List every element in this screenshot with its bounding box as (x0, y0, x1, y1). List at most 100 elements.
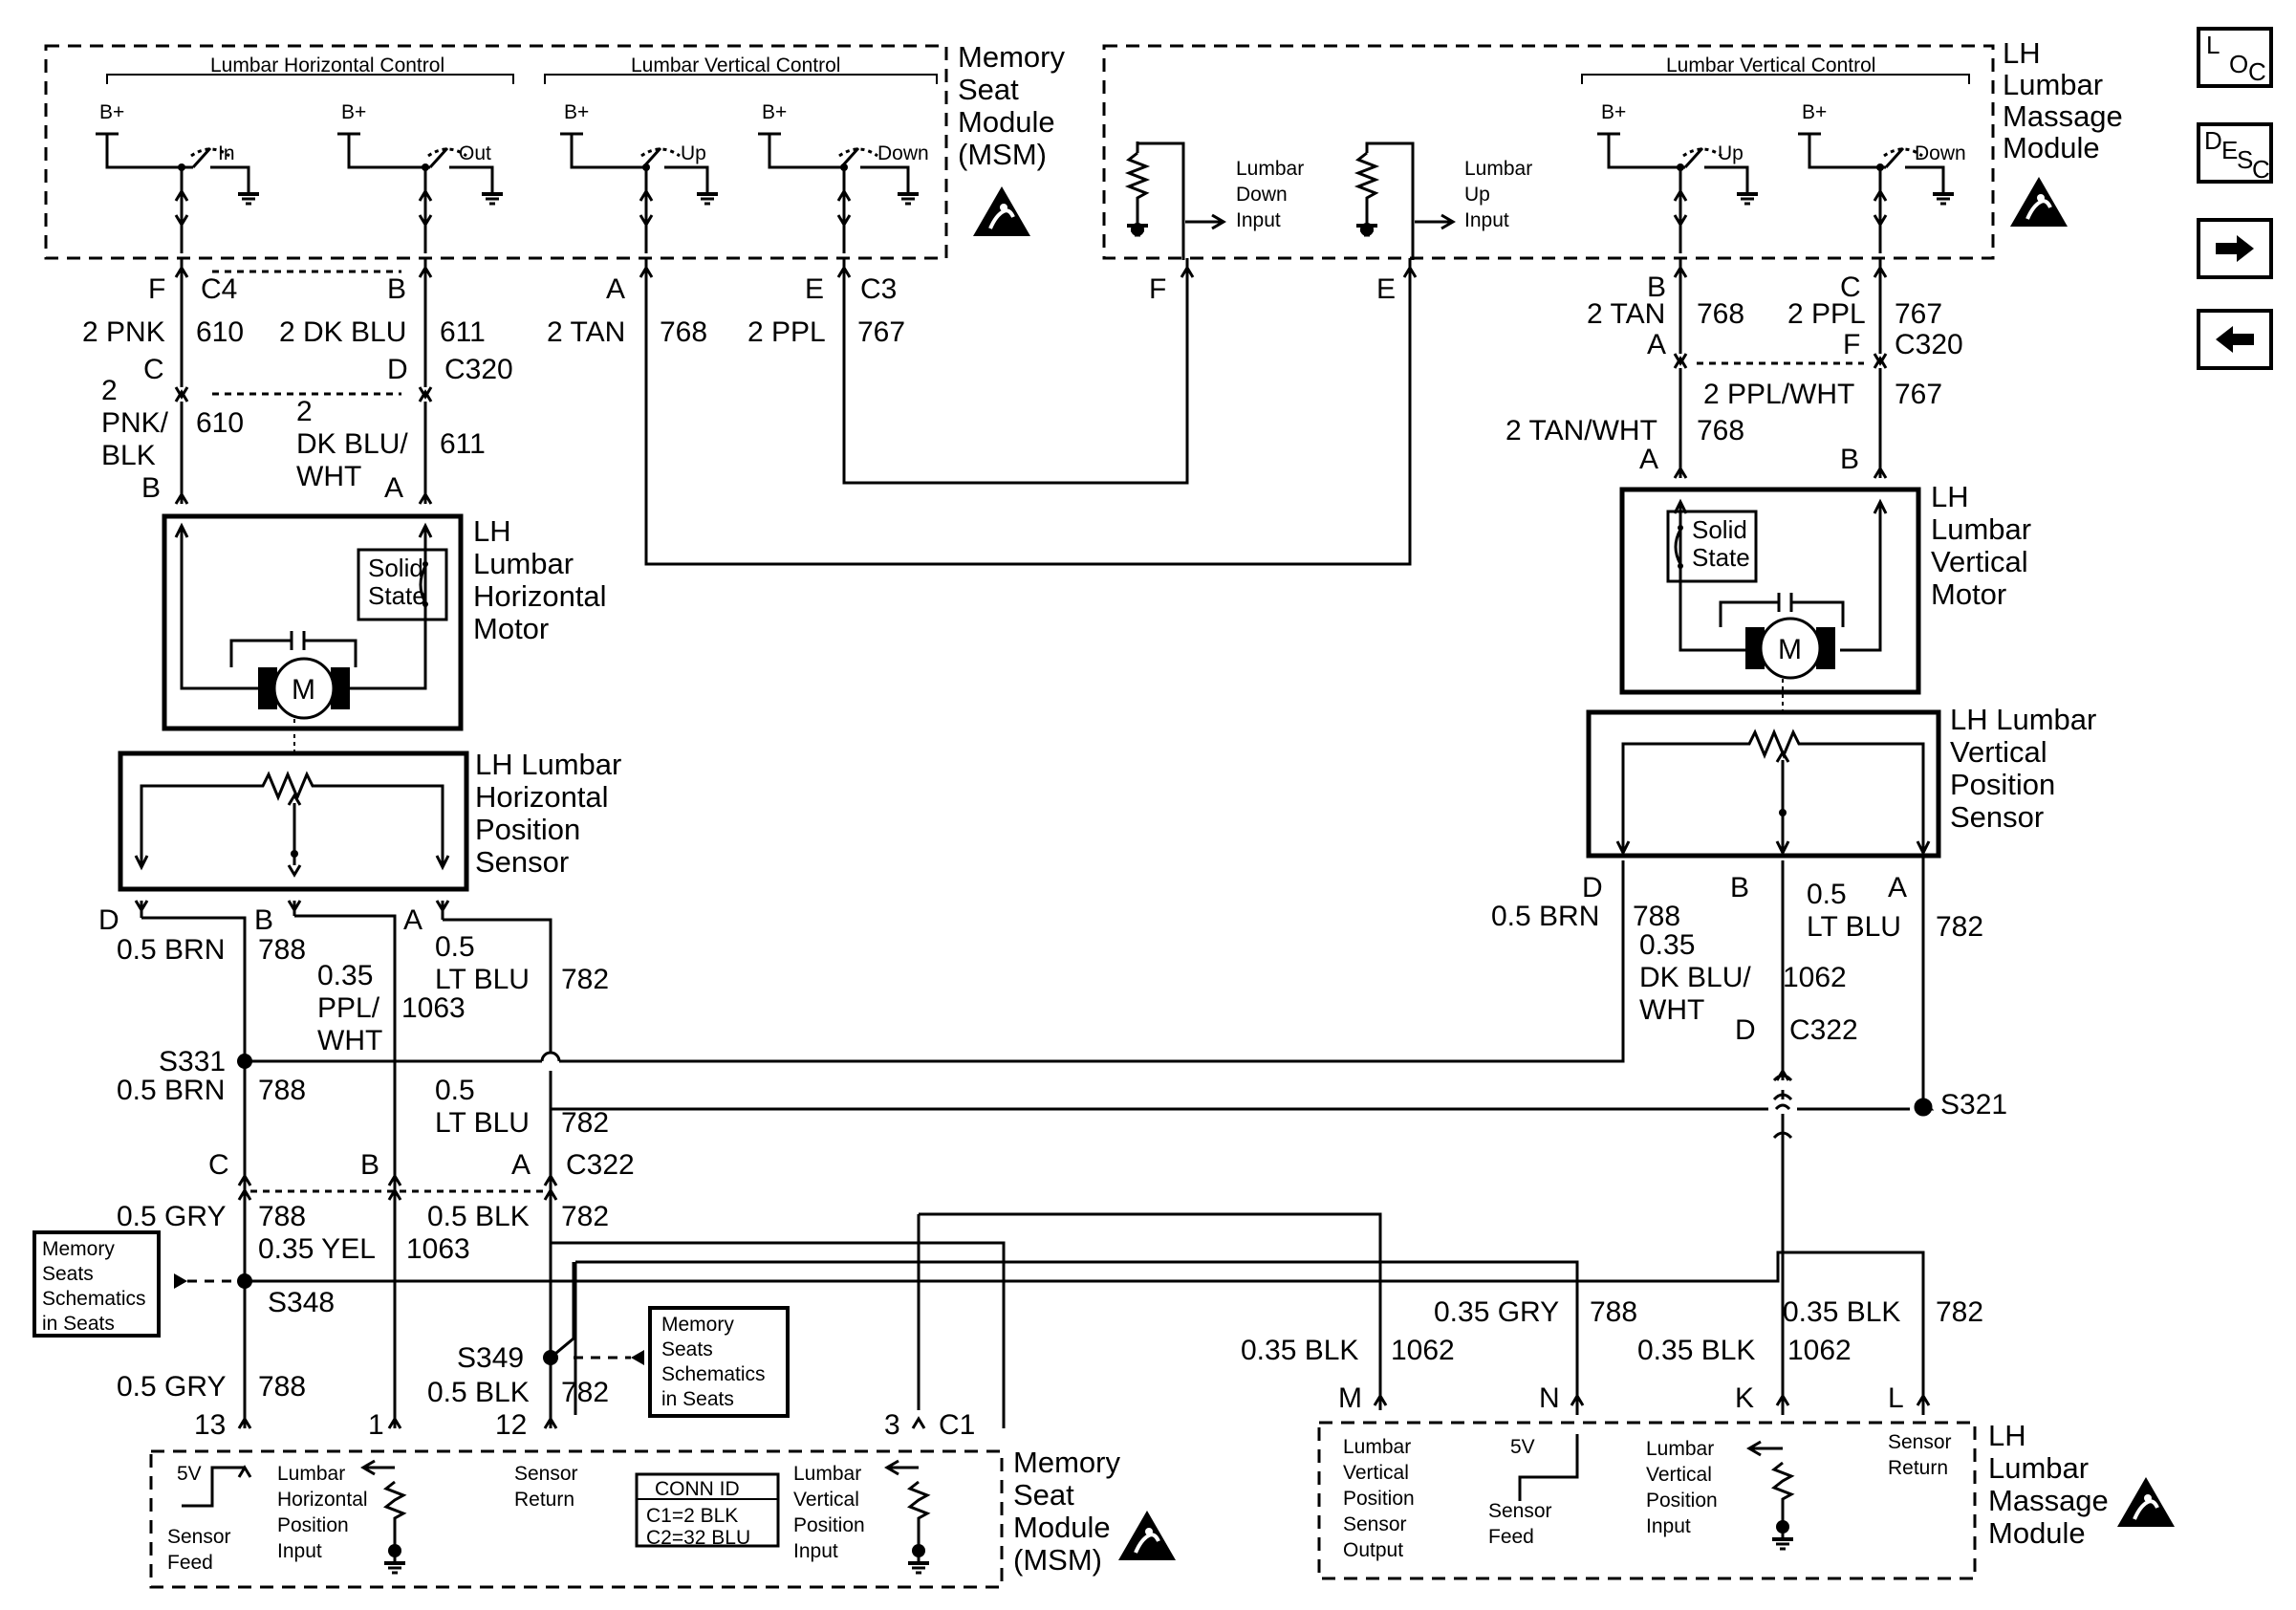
horiz-pos-input-label-3: Position (277, 1514, 349, 1536)
circuit-611: 611 (440, 428, 486, 460)
massage-top-label-1: LH (2003, 36, 2041, 70)
circuit-788: 788 (258, 1201, 306, 1232)
circuit-610: 610 (196, 316, 244, 348)
vert-sensor-label-1: LH Lumbar (1950, 703, 2096, 736)
vert-pos-input-label-1: Lumbar (793, 1463, 861, 1485)
schematics-ref-4[interactable]: in Seats (42, 1313, 115, 1335)
vert-pos-sensor-output-4: Sensor (1343, 1513, 1407, 1535)
wire-0-5-lt-blu-2: LT BLU (1807, 911, 1901, 943)
vert-motor-label-3: Vertical (1931, 545, 2028, 578)
next-button[interactable] (2197, 218, 2273, 279)
horiz-sensor-label-4: Sensor (475, 845, 569, 879)
wire-0-35-yel: 0.35 YEL (258, 1233, 376, 1265)
pin-a: A (606, 273, 625, 305)
schematics-ref-1[interactable]: Memory (42, 1238, 115, 1260)
lh-lumbar-vertical-motor (1619, 487, 1921, 712)
circuit-782: 782 (561, 1201, 609, 1232)
horiz-sensor-label-2: Horizontal (475, 780, 609, 814)
pin-1: 1 (368, 1409, 384, 1441)
circuit-1063: 1063 (401, 992, 466, 1024)
schematics-ref-3[interactable]: Schematics (661, 1363, 766, 1385)
bplus-label: B+ (1802, 101, 1827, 123)
wires (174, 258, 1888, 566)
lh-lumbar-vertical-position-sensor (1586, 709, 1941, 859)
schematics-ref-4[interactable]: in Seats (661, 1388, 734, 1410)
horiz-sensor-label-3: Position (475, 813, 580, 846)
circuit-768: 768 (660, 316, 707, 348)
vert-pos-input-label-2: Vertical (1646, 1464, 1712, 1486)
massage-bottom-label-3: Massage (1988, 1484, 2109, 1517)
desc-letter-c: C (2252, 155, 2270, 184)
pin-e: E (1376, 273, 1396, 305)
wire-2-tan: 2 TAN (547, 316, 625, 348)
wire-2-ppl: 2 PPL (1787, 298, 1866, 330)
pin-d: D (1735, 1014, 1756, 1046)
switch-up-label: Up (681, 142, 706, 164)
pin-b: B (1840, 444, 1859, 475)
pin-c: C (143, 354, 164, 385)
pin-b: B (1647, 272, 1666, 303)
pin-3: 3 (884, 1409, 900, 1441)
vert-motor-label-4: Motor (1931, 577, 2006, 611)
horiz-pos-input-label-1: Lumbar (277, 1463, 345, 1485)
pin-13: 13 (194, 1409, 226, 1441)
msm-bottom-label-2: Seat (1013, 1478, 1074, 1512)
solid-state-label-2: State (1692, 543, 1750, 572)
massage-top-label-4: Module (2003, 131, 2100, 164)
connector-c1: C1 (939, 1409, 975, 1441)
schematics-ref-2[interactable]: Seats (42, 1263, 94, 1285)
previous-button[interactable] (2197, 309, 2273, 370)
wire-2-dk-blu-wht-3: WHT (296, 461, 361, 492)
location-button[interactable]: L O C (2197, 27, 2273, 88)
vert-pos-input-label-4: Input (1646, 1515, 1691, 1537)
bplus-label: B+ (341, 101, 366, 123)
wire-2-pnk: 2 PNK (82, 316, 165, 348)
circuit-788: 788 (1590, 1296, 1637, 1328)
vert-sensor-label-2: Vertical (1950, 735, 2047, 769)
splice-s348: S348 (268, 1287, 335, 1318)
vert-motor-label-1: LH (1931, 480, 1969, 513)
5v-label: 5V (177, 1463, 202, 1485)
pin-d: D (387, 354, 408, 385)
wire-0-35-dk-blu-wht-3: WHT (1639, 994, 1704, 1026)
description-button[interactable]: D E S C (2197, 122, 2273, 184)
circuit-788: 788 (258, 1371, 306, 1403)
pin-f: F (148, 273, 165, 305)
vert-pos-input-label-1: Lumbar (1646, 1438, 1714, 1460)
pin-f: F (1149, 273, 1166, 305)
pin-a: A (1647, 329, 1666, 360)
schematics-ref-1[interactable]: Memory (661, 1314, 734, 1336)
massage-bottom-label-1: LH (1988, 1419, 2026, 1452)
circuit-767: 767 (1895, 379, 1942, 410)
vert-sensor-label-4: Sensor (1950, 800, 2044, 834)
msm-bottom-label-3: Module (1013, 1511, 1111, 1544)
circuit-1062: 1062 (1783, 962, 1847, 993)
vert-pos-sensor-output-5: Output (1343, 1539, 1403, 1561)
pin-d: D (1582, 872, 1603, 903)
circuit-788: 788 (1633, 901, 1680, 932)
splice-s321: S321 (1940, 1089, 2007, 1120)
vert-pos-input-label-2: Vertical (793, 1489, 859, 1511)
pin-12: 12 (495, 1409, 527, 1441)
circuit-767: 767 (857, 316, 905, 348)
vert-pos-sensor-output-2: Vertical (1343, 1462, 1409, 1484)
bplus-label: B+ (564, 101, 589, 123)
splice-s349: S349 (457, 1342, 524, 1374)
pin-d: D (98, 904, 119, 936)
wire-0-35-dk-blu-wht-2: DK BLU/ (1639, 962, 1751, 993)
sensor-feed-label-1: Sensor (167, 1526, 231, 1548)
conn-id-c2: C2=32 BLU (646, 1527, 750, 1549)
horiz-motor-label-3: Horizontal (473, 579, 607, 613)
schematics-ref-2[interactable]: Seats (661, 1338, 713, 1360)
schematics-ref-3[interactable]: Schematics (42, 1288, 146, 1310)
vertical-control-label-msm: Lumbar Vertical Control (631, 54, 840, 76)
pin-b: B (360, 1149, 379, 1181)
lumbar-up-input-1: Lumbar (1464, 158, 1532, 180)
wire-2-dk-blu-wht-2: DK BLU/ (296, 428, 408, 460)
lumbar-up-input-3: Input (1464, 209, 1509, 231)
connector-c322: C322 (566, 1149, 635, 1181)
wire-0-5-brn: 0.5 BRN (1491, 901, 1599, 932)
massage-top-label-3: Massage (2003, 99, 2123, 133)
solid-state-label-2: State (368, 581, 426, 610)
pin-a: A (511, 1149, 531, 1181)
